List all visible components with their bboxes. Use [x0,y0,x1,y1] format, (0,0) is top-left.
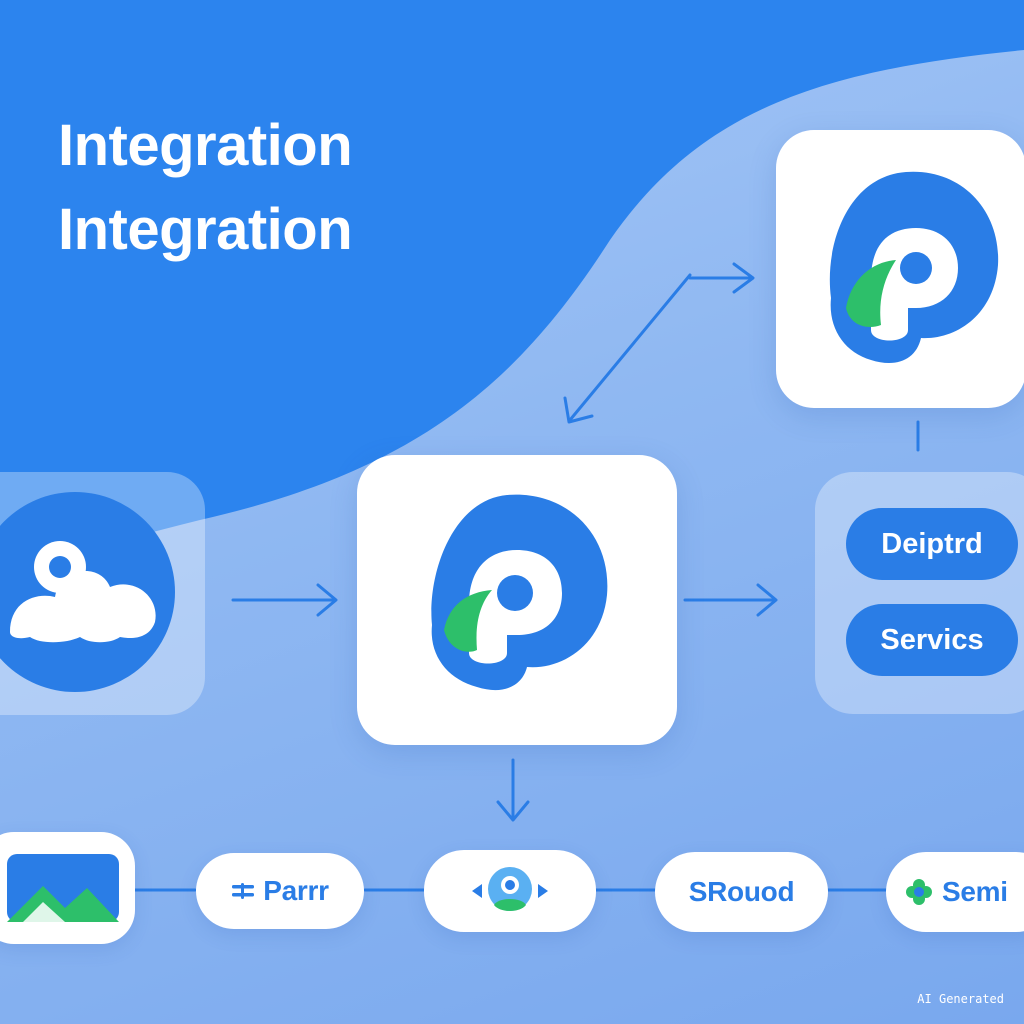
srouod-node[interactable]: SRouod [655,852,828,932]
parrr-label: Parrr [263,875,329,906]
deiptrd-button[interactable]: Deiptrd [846,508,1018,580]
page-title-line2: Integration [58,197,353,262]
avatar-carousel-icon[interactable] [450,859,570,923]
cloud-camera-icon [0,492,175,692]
source-node-card[interactable] [0,472,205,715]
bottom-image-node[interactable] [0,832,135,944]
semi-label: Semi [942,876,1008,907]
p-logo-icon [431,494,608,691]
parrr-node[interactable]: Parrr [196,853,364,929]
top-right-node-card[interactable] [776,130,1024,408]
page-title-line1: Integration [58,113,353,178]
semi-node[interactable]: Semi [886,852,1024,932]
carousel-node[interactable] [424,850,596,932]
equals-icon [232,883,255,899]
srouod-label: SRouod [688,876,795,907]
watermark-text: AI Generated [917,992,1004,1006]
landscape-image-icon [6,854,119,922]
green-flower-icon [906,879,932,905]
central-integration-card[interactable] [357,455,677,745]
p-logo-icon [829,171,999,364]
services-button[interactable]: Servics [846,604,1018,676]
